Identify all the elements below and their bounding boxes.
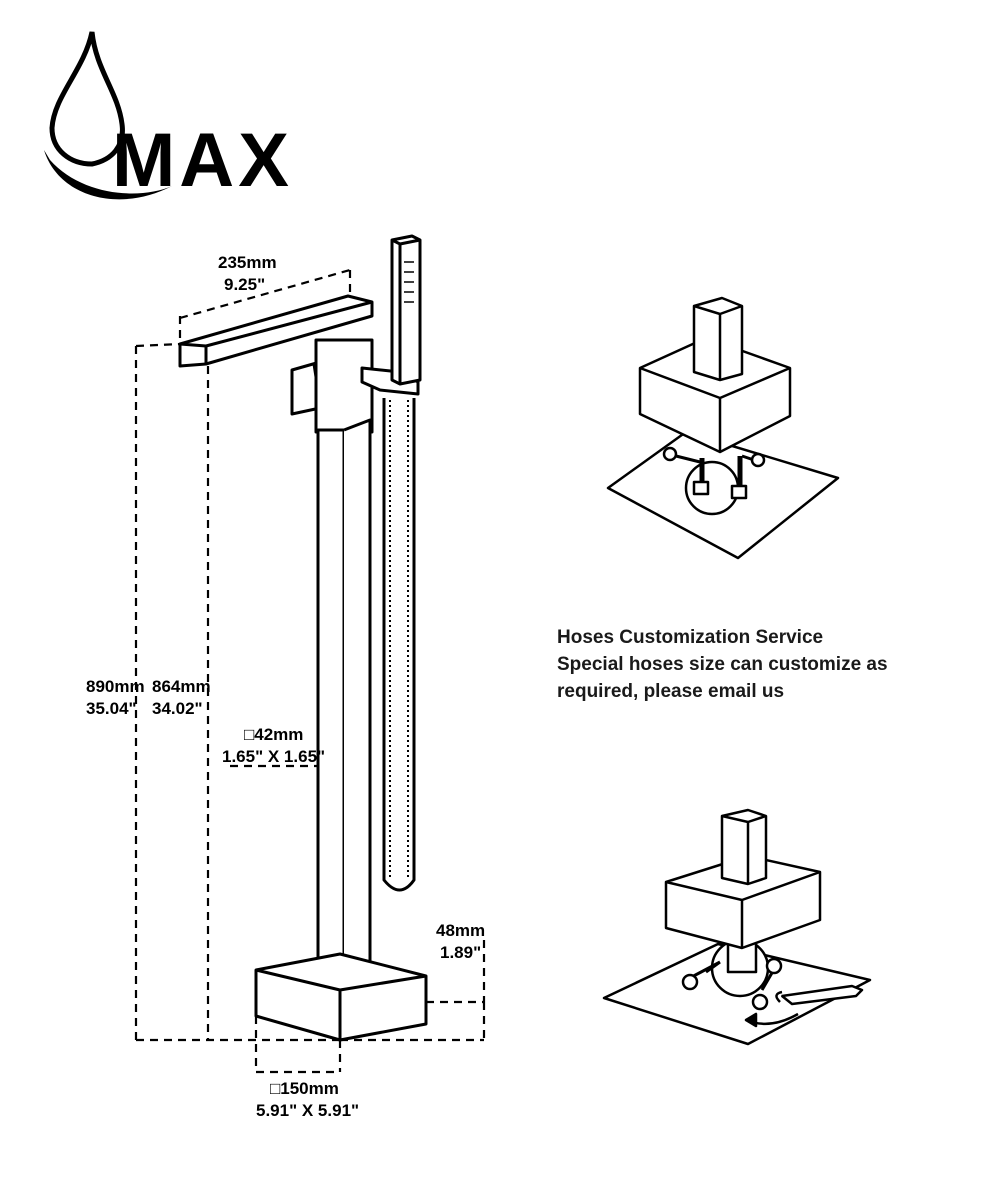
installation-detail-top: [606, 296, 840, 560]
info-heading: Hoses Customization Service: [557, 627, 824, 648]
faucet-column: [314, 338, 374, 434]
column-size-in: 1.65" X 1.65": [222, 747, 325, 766]
dimension-lines: [134, 268, 486, 1074]
handshower-nozzles: [404, 261, 414, 303]
faucet-drawing: [178, 234, 428, 1042]
info-line-1: Special hoses size can customize as: [557, 654, 888, 675]
spout-width-in: 9.25": [224, 275, 265, 294]
logo-swoosh: [44, 150, 172, 200]
water-drop-icon: [49, 31, 125, 167]
logo-wordmark: MAX: [112, 118, 293, 203]
column-size-mm: □42mm: [244, 725, 303, 744]
spout-height-in: 34.02": [152, 699, 203, 718]
installation-detail-bottom: [602, 808, 872, 1046]
max-logo: MAX: [44, 31, 293, 203]
dimension-labels: 235mm 9.25" 890mm 35.04" 864mm 34.02" □4…: [86, 253, 485, 1120]
wrench-icon: [780, 984, 864, 1006]
mounting-column: [692, 296, 744, 382]
shower-hose: [382, 398, 416, 892]
total-height-mm: 890mm: [86, 677, 145, 696]
spout-height-mm: 864mm: [152, 677, 211, 696]
base-height-mm: 48mm: [436, 921, 485, 940]
spout-width-mm: 235mm: [218, 253, 277, 272]
handshower: [390, 234, 422, 386]
hoses-customization-note: Hoses Customization Service Special hose…: [557, 624, 977, 705]
total-height-in: 35.04": [86, 699, 137, 718]
base-size-mm: □150mm: [270, 1079, 339, 1098]
base-size-in: 5.91" X 5.91": [256, 1101, 359, 1120]
base-height-in: 1.89": [440, 943, 481, 962]
mounting-column: [720, 808, 768, 886]
info-line-2: required, please email us: [557, 681, 785, 702]
